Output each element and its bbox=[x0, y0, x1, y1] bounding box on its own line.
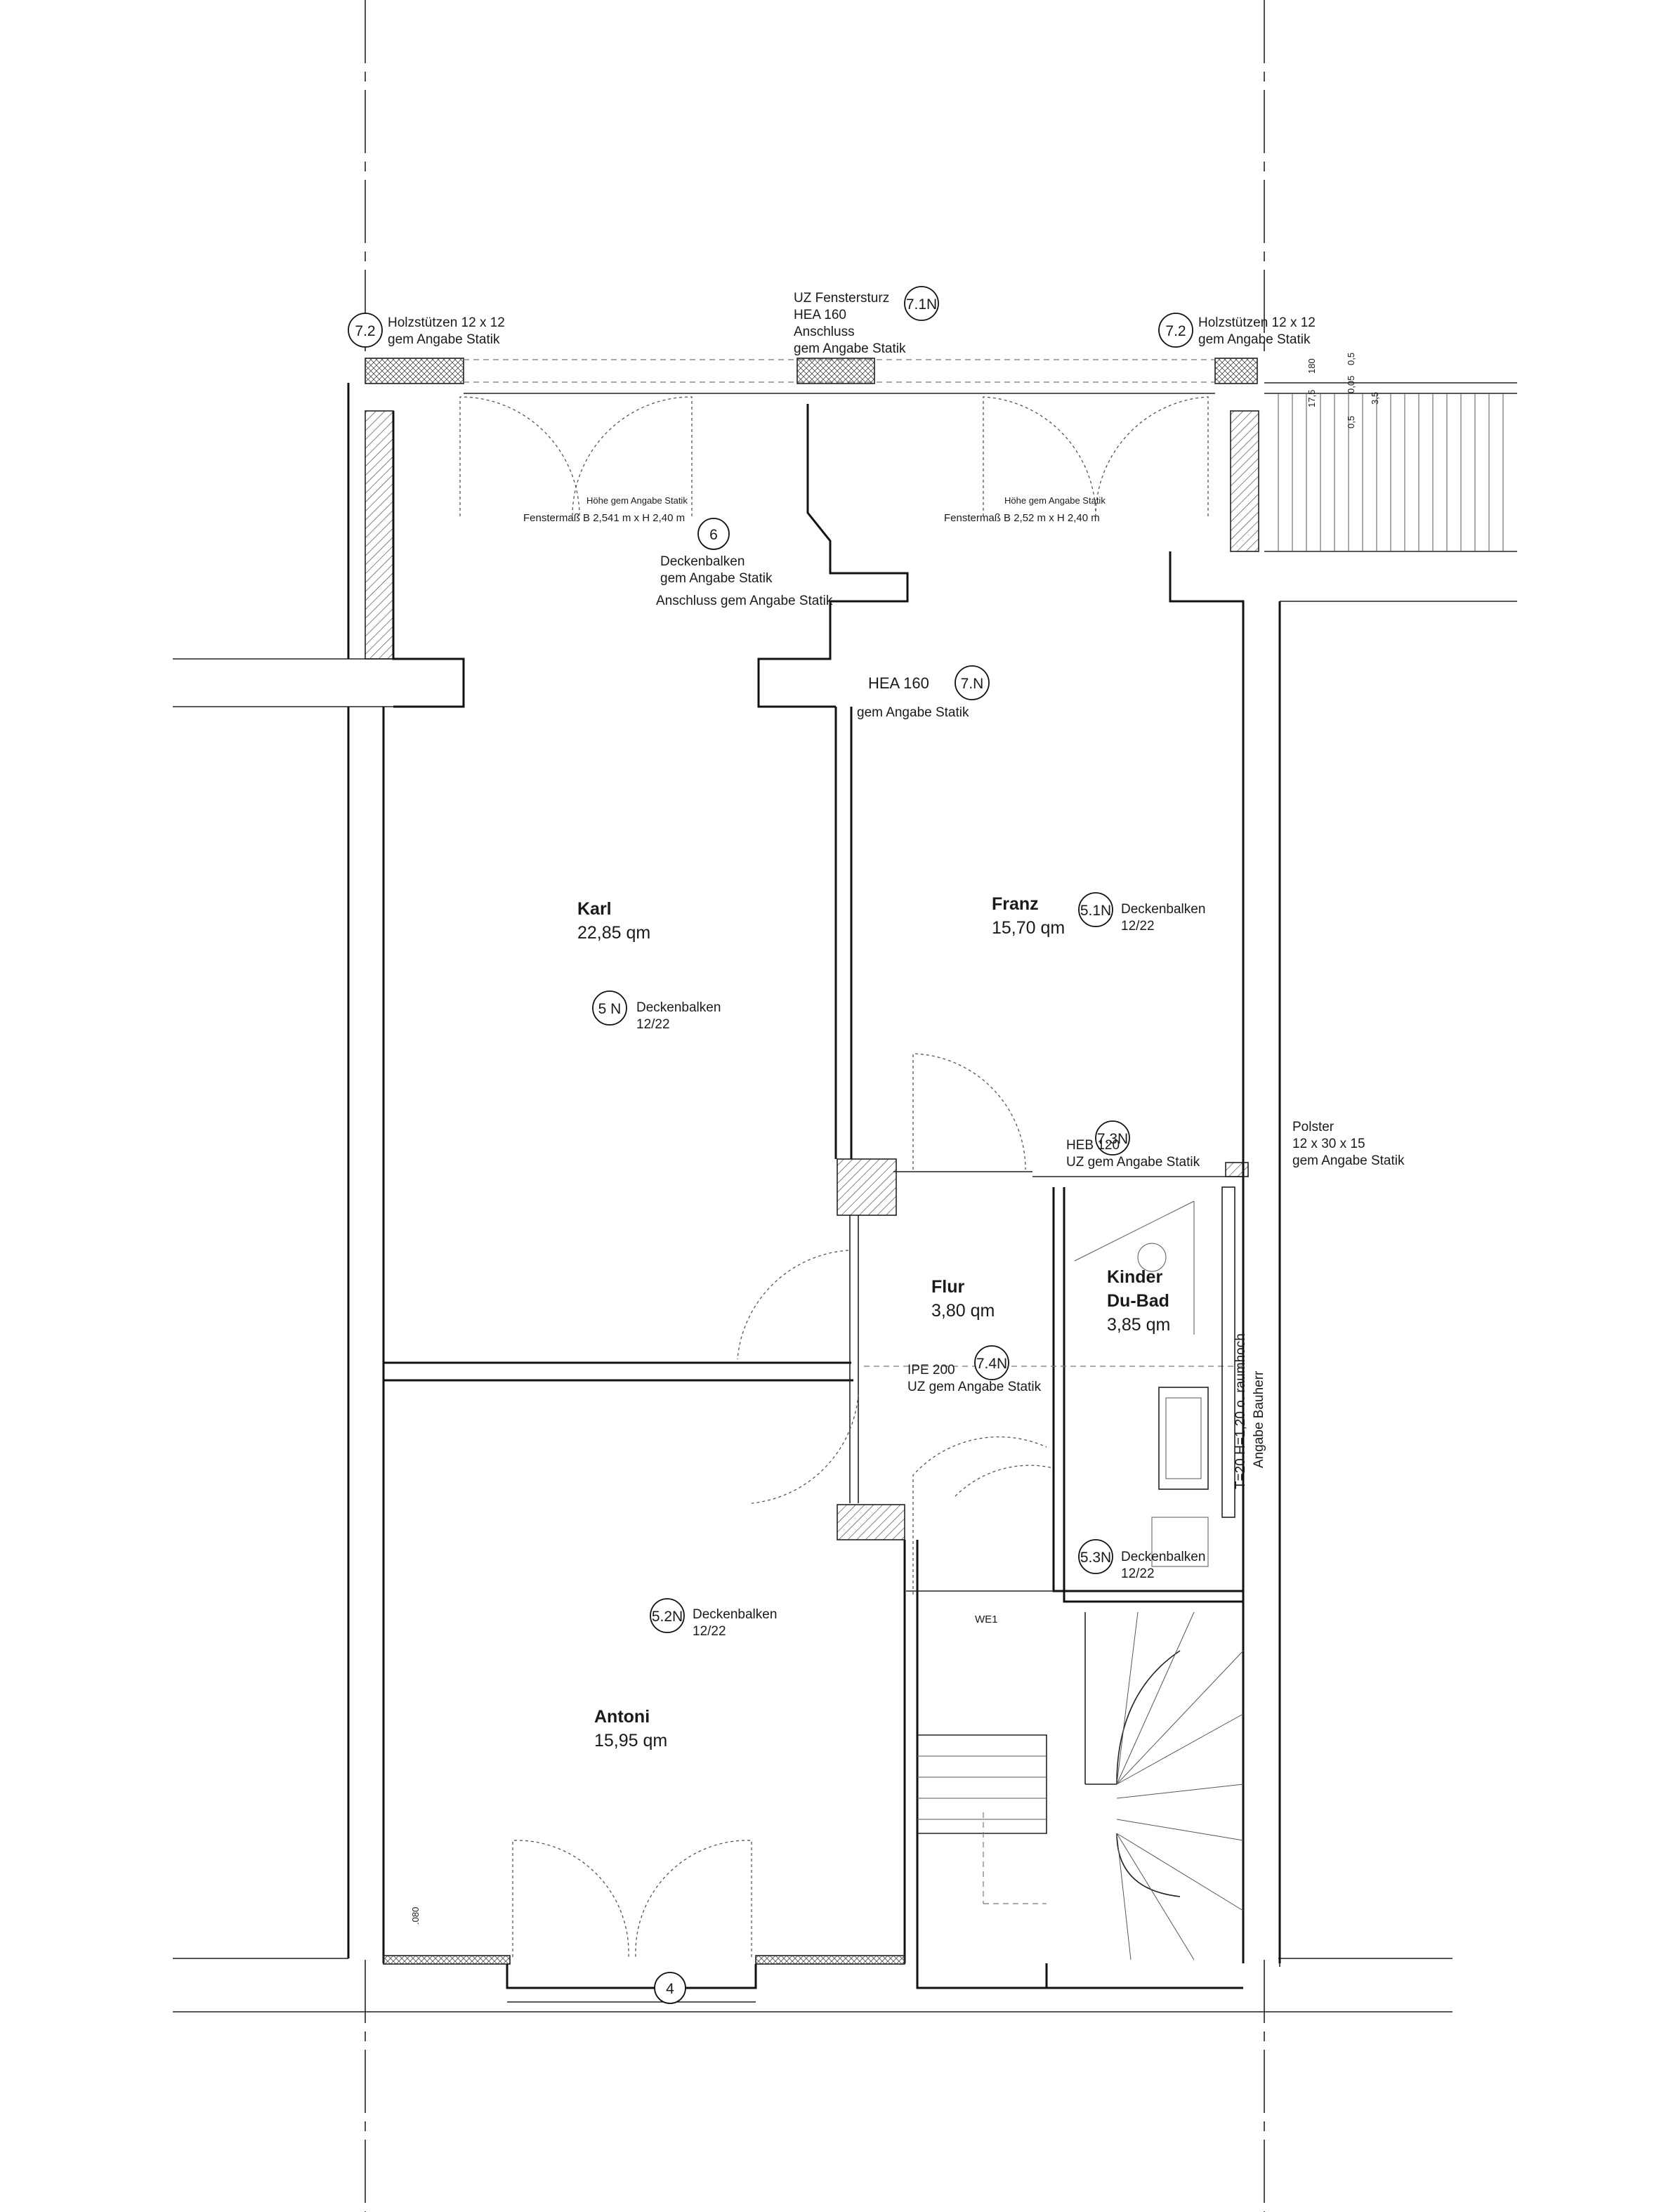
svg-text:5.2N: 5.2N bbox=[652, 1609, 683, 1625]
room-name-flur: Flur bbox=[931, 1277, 964, 1297]
svg-text:5 N: 5 N bbox=[598, 1001, 622, 1017]
room-name-kinder-line2: Du-Bad bbox=[1107, 1291, 1169, 1311]
room-area-flur: 3,80 qm bbox=[931, 1301, 995, 1321]
note-balk-b: 180 bbox=[1306, 358, 1317, 374]
note-balk-f: 3,5 bbox=[1370, 392, 1380, 405]
tag-7-1n: 7.1N bbox=[904, 286, 939, 321]
note-polster-1: Polster bbox=[1292, 1120, 1335, 1134]
svg-text:7.3N: 7.3N bbox=[1097, 1131, 1128, 1147]
stair-treads bbox=[917, 1611, 1244, 1961]
note-balk-a: 17,5 bbox=[1306, 390, 1317, 407]
tag-7-2-right: 7.2 bbox=[1158, 313, 1193, 348]
tag-6: 6 bbox=[697, 518, 730, 550]
note-uz-3: Anschluss bbox=[794, 325, 855, 339]
balcony-railing bbox=[1264, 382, 1517, 552]
note-decken6-3: Anschluss gem Angabe Statik bbox=[656, 594, 833, 608]
note-decken6-1: Deckenbalken bbox=[660, 554, 745, 569]
bathroom-fixtures bbox=[1074, 1186, 1235, 1567]
note-holz-right-1: Holzstützen 12 x 12 bbox=[1198, 315, 1316, 330]
room-name-franz: Franz bbox=[992, 894, 1039, 914]
svg-text:5.3N: 5.3N bbox=[1080, 1550, 1111, 1566]
note-ipe-1: IPE 200 bbox=[907, 1363, 955, 1377]
note-antoni-db-2: 12/22 bbox=[693, 1624, 726, 1639]
tag-7n: 7.N bbox=[955, 665, 990, 700]
annotations: Holzstützen 12 x 12 gem Angabe Statik Ho… bbox=[388, 291, 1405, 1925]
walls bbox=[347, 358, 1517, 2003]
tag-5-1n: 5.1N bbox=[1078, 892, 1113, 927]
tag-7-2-left: 7.2 bbox=[348, 313, 383, 348]
note-hoehe-right: Höhe gem Angabe Statik bbox=[1004, 495, 1106, 506]
room-name-karl: Karl bbox=[577, 899, 612, 919]
note-bad-db-1: Deckenbalken bbox=[1121, 1550, 1205, 1564]
note-holz-right-2: gem Angabe Statik bbox=[1198, 332, 1311, 347]
room-area-kinder: 3,85 qm bbox=[1107, 1315, 1170, 1335]
note-balk-d: 0,05 bbox=[1346, 376, 1356, 393]
svg-text:7.N: 7.N bbox=[961, 676, 984, 692]
svg-text:4: 4 bbox=[666, 1981, 674, 1997]
note-ipe-2: UZ gem Angabe Statik bbox=[907, 1380, 1042, 1394]
note-hoehe-left: Höhe gem Angabe Statik bbox=[586, 495, 688, 506]
note-we1: WE1 bbox=[975, 1614, 998, 1625]
tag-7-4n: 7.4N bbox=[974, 1345, 1009, 1380]
door-swings bbox=[459, 393, 1215, 1958]
svg-text:7.4N: 7.4N bbox=[976, 1356, 1007, 1372]
note-holz-left-1: Holzstützen 12 x 12 bbox=[388, 315, 505, 330]
note-bad-db-2: 12/22 bbox=[1121, 1566, 1155, 1581]
room-name-antoni: Antoni bbox=[594, 1707, 650, 1727]
room-area-franz: 15,70 qm bbox=[992, 918, 1065, 938]
note-heb-1: HEB 120 bbox=[1066, 1138, 1120, 1153]
note-uz-2: HEA 160 bbox=[794, 308, 846, 322]
note-holz-left-2: gem Angabe Statik bbox=[388, 332, 500, 347]
svg-text:6: 6 bbox=[709, 527, 718, 543]
reference-tags: 7.2 7.2 7.1N 6 7.N 5.1N 5 N 7.3N bbox=[348, 286, 1193, 2004]
tag-4: 4 bbox=[654, 1972, 686, 2004]
tag-5-2n: 5.2N bbox=[650, 1598, 685, 1633]
note-uz-4: gem Angabe Statik bbox=[794, 341, 906, 356]
note-polster-3: gem Angabe Statik bbox=[1292, 1153, 1405, 1168]
note-decken6-2: gem Angabe Statik bbox=[660, 571, 773, 586]
note-uz-1: UZ Fenstersturz bbox=[794, 291, 889, 306]
svg-text:5.1N: 5.1N bbox=[1080, 903, 1111, 919]
room-area-antoni: 15,95 qm bbox=[594, 1731, 667, 1750]
svg-text:7.2: 7.2 bbox=[1165, 323, 1186, 339]
note-hea160: HEA 160 bbox=[868, 674, 929, 692]
note-fenster-left: Fenstermaß B 2,541 m x H 2,40 m bbox=[523, 512, 685, 524]
svg-text:7.2: 7.2 bbox=[355, 323, 375, 339]
note-wand-2: Angabe Bauherr bbox=[1252, 1370, 1266, 1468]
tag-5n: 5 N bbox=[592, 990, 627, 1026]
svg-text:7.1N: 7.1N bbox=[906, 296, 937, 313]
note-antoni-db-1: Deckenbalken bbox=[693, 1607, 777, 1622]
note-dim-080: .080 bbox=[410, 1907, 421, 1925]
room-area-karl: 22,85 qm bbox=[577, 923, 650, 943]
tag-5-3n: 5.3N bbox=[1078, 1539, 1113, 1574]
note-heb-2: UZ gem Angabe Statik bbox=[1066, 1155, 1200, 1170]
note-karl-db-2: 12/22 bbox=[636, 1017, 670, 1032]
note-balk-c: 0,5 bbox=[1346, 416, 1356, 428]
note-karl-db-1: Deckenbalken bbox=[636, 1000, 721, 1015]
note-fenster-right: Fenstermaß B 2,52 m x H 2,40 m bbox=[944, 512, 1100, 524]
note-franz-db-2: 12/22 bbox=[1121, 919, 1155, 934]
note-wand-1: T=20 H=1,20 o. raumhoch bbox=[1233, 1333, 1248, 1489]
note-balk-e: 0,5 bbox=[1346, 353, 1356, 365]
note-hea160-sub: gem Angabe Statik bbox=[857, 705, 969, 720]
note-polster-2: 12 x 30 x 15 bbox=[1292, 1137, 1365, 1151]
tag-7-3n: 7.3N bbox=[1095, 1120, 1130, 1156]
room-labels: Karl 22,85 qm Franz 15,70 qm Flur 3,80 q… bbox=[577, 894, 1170, 1750]
note-franz-db-1: Deckenbalken bbox=[1121, 902, 1205, 917]
room-name-kinder-line1: Kinder bbox=[1107, 1267, 1162, 1287]
